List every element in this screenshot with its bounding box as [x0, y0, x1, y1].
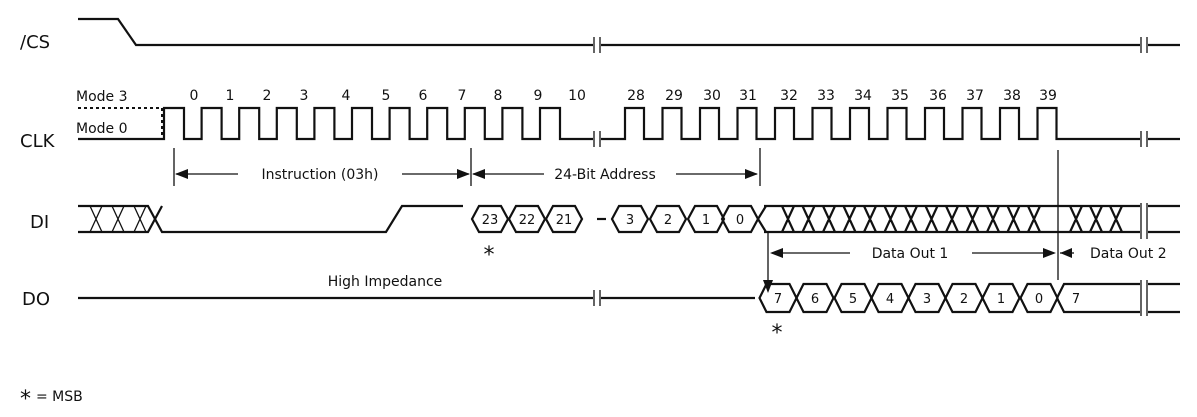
clock-label: 6 — [419, 88, 428, 104]
data-out-2-span: Data Out 2 — [1057, 150, 1167, 280]
di-bit-cell — [544, 204, 584, 234]
clock-label: 30 — [703, 88, 721, 104]
di-bit: 2 — [664, 213, 672, 228]
instruction-span: Instruction (03h) — [173, 148, 472, 186]
address-span-label: 24-Bit Address — [554, 167, 656, 183]
clock-label: 10 — [568, 88, 586, 104]
di-bit: 22 — [519, 213, 536, 228]
di-bit: 23 — [482, 213, 499, 228]
clock-label: 0 — [190, 88, 199, 104]
di-bit: 1 — [702, 213, 710, 228]
clock-label: 33 — [817, 88, 835, 104]
clock-label: 1 — [226, 88, 235, 104]
clock-label: 2 — [263, 88, 272, 104]
do-bit: 6 — [811, 292, 819, 307]
data-out-1-label: Data Out 1 — [872, 246, 949, 262]
di-bit: 3 — [626, 213, 634, 228]
clock-label: 36 — [929, 88, 947, 104]
clock-label: 5 — [382, 88, 391, 104]
mode0-label: Mode 0 — [76, 121, 128, 137]
instruction-span-label: Instruction (03h) — [262, 167, 379, 183]
do-bit-cell — [1056, 282, 1140, 314]
msb-marker-di: * — [484, 243, 495, 268]
clock-label: 31 — [739, 88, 757, 104]
clock-label: 4 — [342, 88, 351, 104]
clock-number-labels: 0 1 2 3 4 5 6 7 8 9 10 28 29 30 31 32 33… — [190, 88, 1057, 104]
clock-label: 9 — [534, 88, 543, 104]
msb-legend: * = MSB — [20, 387, 83, 412]
address-span: 24-Bit Address — [472, 148, 761, 186]
do-data-bits: 7 6 5 4 3 2 1 0 7 — [758, 282, 1140, 314]
do-bit: 5 — [849, 292, 857, 307]
clock-label: 35 — [891, 88, 909, 104]
clk-signal-label: CLK — [20, 131, 56, 152]
cs-signal-label: /CS — [20, 32, 50, 53]
di-bit-cell — [686, 204, 726, 234]
msb-marker-do: * — [772, 321, 783, 346]
do-bit: 1 — [997, 292, 1005, 307]
do-bit: 2 — [960, 292, 968, 307]
legend-star: * — [20, 387, 31, 412]
do-signal-label: DO — [22, 289, 50, 310]
mode3-label: Mode 3 — [76, 89, 128, 105]
di-signal-label: DI — [30, 212, 49, 233]
do-bit: 3 — [923, 292, 931, 307]
clock-label: 37 — [966, 88, 984, 104]
clock-label: 7 — [458, 88, 467, 104]
break-marks — [593, 37, 1148, 316]
clock-label: 29 — [665, 88, 683, 104]
di-bit-cell — [648, 204, 688, 234]
di-bit: 21 — [556, 213, 573, 228]
cs-waveform — [78, 17, 1180, 47]
do-bit: 4 — [886, 292, 894, 307]
clock-label: 32 — [780, 88, 798, 104]
di-bit-cell — [610, 204, 650, 234]
clock-label: 38 — [1003, 88, 1021, 104]
clock-label: 8 — [494, 88, 503, 104]
clk-waveform — [78, 106, 1180, 141]
data-out-2-label: Data Out 2 — [1090, 246, 1167, 262]
di-bit-cell — [720, 204, 760, 234]
high-impedance-label: High Impedance — [328, 274, 443, 290]
do-bit: 0 — [1035, 292, 1043, 307]
do-bit: 7 — [1072, 292, 1080, 307]
clock-label: 39 — [1039, 88, 1057, 104]
di-bit: 0 — [736, 213, 744, 228]
clock-label: 28 — [627, 88, 645, 104]
clock-label: 34 — [854, 88, 872, 104]
data-out-1-span: Data Out 1 — [763, 232, 1056, 293]
do-waveform: High Impedance — [78, 274, 1180, 314]
clock-label: 3 — [300, 88, 309, 104]
di-waveform — [78, 204, 1180, 234]
do-bit: 7 — [774, 292, 782, 307]
legend-text: = MSB — [36, 389, 83, 405]
